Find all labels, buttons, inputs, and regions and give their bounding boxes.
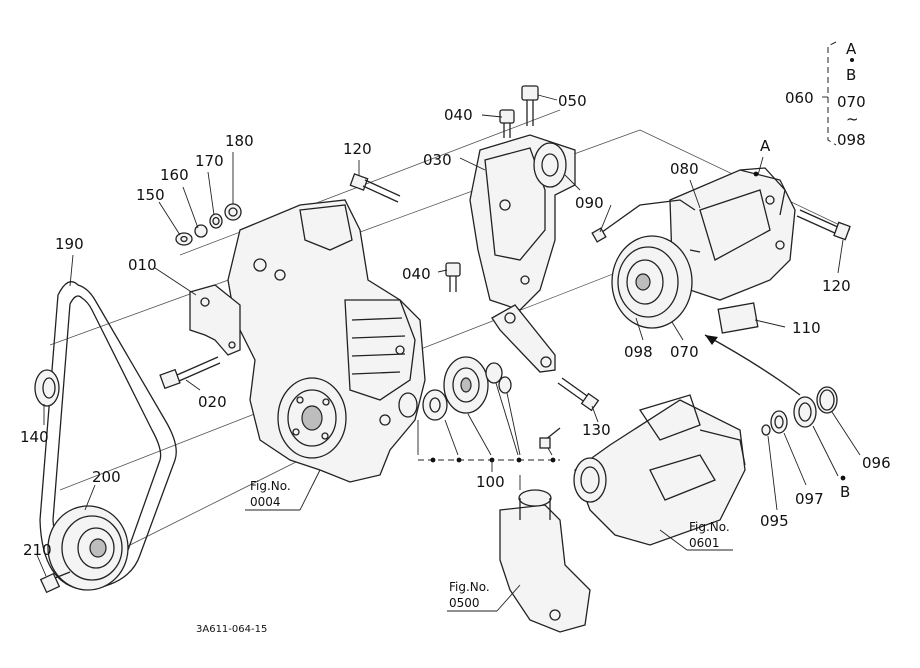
label-170: 170 (195, 152, 224, 170)
fig-ref-leaders (245, 469, 733, 612)
label-130: 130 (582, 421, 611, 439)
bolt-120-left (349, 173, 401, 203)
oil-seal (34, 369, 60, 407)
clutch-shims (761, 386, 838, 436)
fig-ref-label: Fig.No. (449, 580, 490, 594)
part-labels: 010 020 030 040 040 050 070 080 090 095 … (20, 92, 891, 559)
label-070: 070 (670, 343, 699, 361)
fig-ref-0500: Fig.No. 0500 (449, 580, 490, 610)
legend-a: A (846, 40, 857, 58)
bolt-130 (557, 377, 600, 412)
drawing-code: 3A611-064-15 (196, 624, 267, 635)
legend-code: 060 (785, 89, 814, 107)
label-190: 190 (55, 235, 84, 253)
label-040-top: 040 (444, 106, 473, 124)
label-120-left: 120 (343, 140, 372, 158)
label-090: 090 (575, 194, 604, 212)
fig-ref-0601: Fig.No. 0601 (689, 520, 730, 550)
label-040-mid: 040 (402, 265, 431, 283)
label-050: 050 (558, 92, 587, 110)
crank-pulley (47, 505, 129, 591)
marker-b: B (840, 483, 850, 501)
legend-bracket (822, 41, 854, 146)
label-160: 160 (160, 166, 189, 184)
label-150: 150 (136, 186, 165, 204)
legend-060: 060 A B 070 ~ 098 (785, 40, 866, 149)
label-100: 100 (476, 473, 505, 491)
bolt-040-mid (445, 262, 461, 292)
leader-lines (36, 94, 861, 577)
label-098: 098 (624, 343, 653, 361)
fig-ref-number: 0500 (449, 596, 480, 610)
water-flange (573, 394, 746, 546)
legend-to: 098 (837, 131, 866, 149)
fig-ref-number: 0004 (250, 495, 281, 509)
fig-ref-number: 0601 (689, 536, 720, 550)
bolt-020 (159, 356, 221, 390)
bolt-040-top (499, 109, 515, 138)
bolt-050 (521, 85, 539, 126)
label-020: 020 (198, 393, 227, 411)
label-010: 010 (128, 256, 157, 274)
washer-stack (175, 203, 242, 246)
stay-bracket (189, 284, 241, 356)
bolt-120-right (796, 209, 851, 241)
crank-hub (277, 377, 347, 459)
fig-ref-label: Fig.No. (250, 479, 291, 493)
label-030: 030 (423, 151, 452, 169)
label-096: 096 (862, 454, 891, 472)
label-095: 095 (760, 512, 789, 530)
compressor-bracket (469, 134, 576, 311)
label-097: 097 (795, 490, 824, 508)
gear-case (227, 199, 426, 483)
label-210: 210 (23, 541, 52, 559)
legend-from: 070 (837, 93, 866, 111)
thermostat-housing (499, 475, 591, 633)
label-140: 140 (20, 428, 49, 446)
idler-assembly (398, 356, 561, 449)
pulley-bolt (39, 571, 71, 594)
fig-ref-0004: Fig.No. 0004 (250, 479, 291, 509)
label-110: 110 (792, 319, 821, 337)
label-180: 180 (225, 132, 254, 150)
legend-b: B (846, 66, 856, 84)
legend-tilde: ~ (846, 110, 859, 128)
sensor-wire (591, 199, 696, 243)
tension-arm (491, 304, 556, 373)
marker-a: A (760, 137, 771, 155)
idler-bracket-line (417, 382, 560, 472)
magnetic-clutch (611, 235, 701, 329)
label-200: 200 (92, 468, 121, 486)
ref-markers: A B (753, 137, 850, 501)
fig-ref-label: Fig.No. (689, 520, 730, 534)
assembly-arrow (704, 334, 801, 396)
label-120-right: 120 (822, 277, 851, 295)
label-080: 080 (670, 160, 699, 178)
compressor (669, 167, 796, 334)
